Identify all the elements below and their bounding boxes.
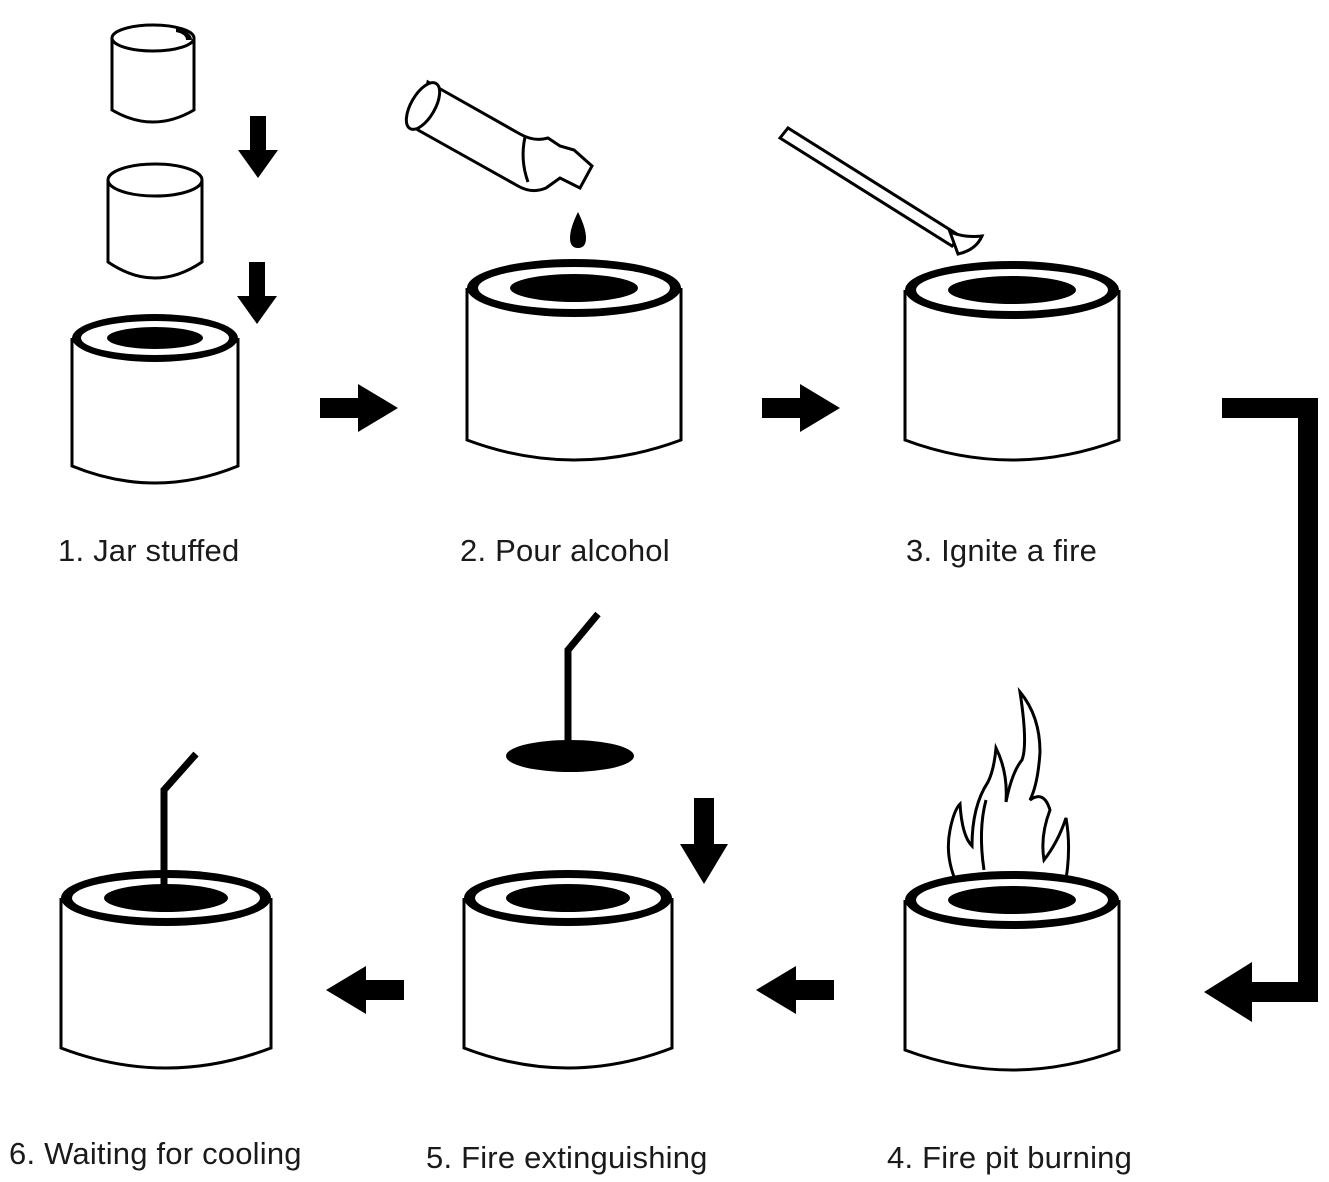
fire-pit-jar-icon [70,314,240,485]
lighter-stick-icon [777,126,985,256]
right-arrow-icon [762,384,840,432]
step-2-label: 2. Pour alcohol [460,533,670,568]
left-arrow-icon [756,966,834,1014]
step-1-label: 1. Jar stuffed [58,533,240,568]
small-cup-icon [110,23,196,124]
insert-cup-icon [106,162,204,280]
step-3-illustration [777,126,1121,462]
fire-pit-jar-icon [59,870,273,1070]
snuffer-handle-icon [160,751,199,892]
step-6-illustration [59,751,273,1070]
down-arrow-icon [680,798,728,884]
step-4-illustration [903,686,1121,1072]
fire-pit-jar-icon [465,259,683,462]
flame-icon [946,686,1071,891]
fire-pit-jar-icon [462,870,674,1070]
left-arrow-icon [326,966,404,1014]
alcohol-bottle-icon [404,79,594,193]
step-5-label: 5. Fire extinguishing [426,1140,708,1175]
step-3-label: 3. Ignite a fire [906,533,1098,568]
fire-pit-jar-icon [903,871,1121,1072]
right-arrow-icon [320,384,398,432]
step-2-illustration [404,79,683,462]
step-5-illustration [462,611,728,1070]
step-1-illustration [70,23,278,485]
snuffer-lid-icon [506,611,634,772]
alcohol-drop-icon [570,212,586,248]
down-arrow-icon [238,116,278,178]
down-arrow-icon [237,262,277,324]
fire-pit-jar-icon [903,261,1121,462]
step-4-label: 4. Fire pit burning [887,1140,1133,1175]
step-6-label: 6. Waiting for cooling [9,1136,302,1171]
bracket-arrow-icon [1204,398,1318,1022]
